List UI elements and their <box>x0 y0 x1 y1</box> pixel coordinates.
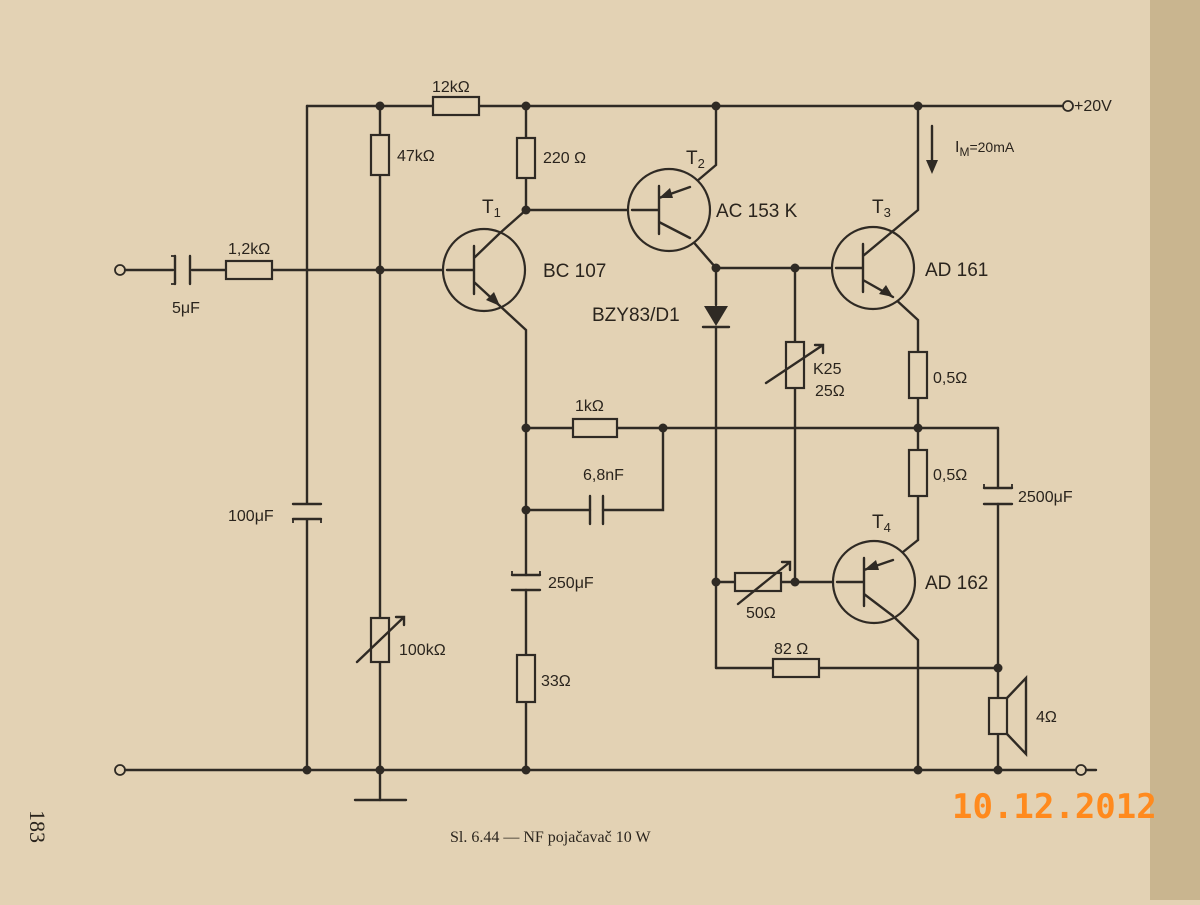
label-im: IM=20mA <box>955 139 1015 159</box>
component-labels: 12kΩ +20V IM=20mA 47kΩ 220 Ω T1 T2 T3 T4… <box>172 79 1112 726</box>
cap-5uf <box>171 254 192 286</box>
transistor-t2 <box>626 167 712 253</box>
label-t3: T3 <box>872 197 891 220</box>
current-arrow-icon <box>926 124 938 174</box>
label-bc107: BC 107 <box>543 261 606 282</box>
label-82: 82 Ω <box>774 641 808 658</box>
page-edge-shadow <box>1150 0 1200 900</box>
resistor-220 <box>515 136 537 180</box>
resistor-0-5-b <box>907 448 929 498</box>
label-2500uf: 2500μF <box>1018 489 1073 506</box>
label-100uf: 100μF <box>228 508 274 525</box>
label-supply: +20V <box>1074 98 1112 115</box>
page-number: 183 <box>25 810 50 843</box>
junction-dots <box>302 101 1003 775</box>
label-t2: T2 <box>686 148 705 171</box>
figure-caption: Sl. 6.44 — NF pojačavač 10 W <box>450 829 651 846</box>
resistor-0-5-a <box>907 350 929 400</box>
resistor-82 <box>771 657 821 679</box>
label-5uf: 5μF <box>172 300 200 317</box>
label-6-8nf: 6,8nF <box>583 467 624 484</box>
label-ad161: AD 161 <box>925 260 988 281</box>
label-t1: T1 <box>482 197 501 220</box>
supply-terminal <box>1062 100 1074 112</box>
label-12k-top: 12kΩ <box>432 79 470 96</box>
transistor-t4 <box>831 539 917 625</box>
label-0-5-a: 0,5Ω <box>933 370 967 387</box>
label-33: 33Ω <box>541 673 571 690</box>
label-0-5-b: 0,5Ω <box>933 467 967 484</box>
label-t4: T4 <box>872 512 891 535</box>
cap-6-8nf <box>588 494 605 526</box>
resistor-33 <box>515 653 537 704</box>
label-1k: 1kΩ <box>575 398 604 415</box>
label-ac153k: AC 153 K <box>716 201 798 222</box>
label-ad162: AD 162 <box>925 573 988 594</box>
transistors <box>441 167 917 625</box>
pot-k25 <box>764 340 825 390</box>
label-k25-val: 25Ω <box>815 383 845 400</box>
label-k25: K25 <box>813 361 842 378</box>
capacitors <box>171 254 1014 592</box>
date-stamp: 10.12.2012 <box>952 787 1157 827</box>
cap-2500uf <box>982 484 1014 506</box>
cap-250uf <box>510 571 542 592</box>
input-terminal <box>114 264 126 276</box>
cap-100uf <box>291 502 323 523</box>
label-1-2k: 1,2kΩ <box>228 241 270 258</box>
label-bzy83: BZY83/D1 <box>592 305 680 326</box>
resistor-47k <box>369 133 391 177</box>
label-50: 50Ω <box>746 605 776 622</box>
resistor-1k <box>571 417 619 439</box>
resistors <box>224 95 929 704</box>
zener-diode <box>701 306 731 329</box>
pot-50 <box>733 560 792 606</box>
pot-100k <box>355 615 406 664</box>
speaker-icon <box>987 674 1028 758</box>
terminals <box>114 100 1098 802</box>
transistor-t1 <box>441 227 527 313</box>
ground-terminal-left <box>114 764 126 776</box>
resistor-1-2k <box>224 259 274 281</box>
label-250uf: 250μF <box>548 575 594 592</box>
label-speaker: 4Ω <box>1036 709 1057 726</box>
transistor-t3 <box>830 225 916 311</box>
label-47k: 47kΩ <box>397 148 435 165</box>
resistor-12k-top <box>431 95 481 117</box>
label-220: 220 Ω <box>543 150 586 167</box>
label-100k: 100kΩ <box>399 642 446 659</box>
